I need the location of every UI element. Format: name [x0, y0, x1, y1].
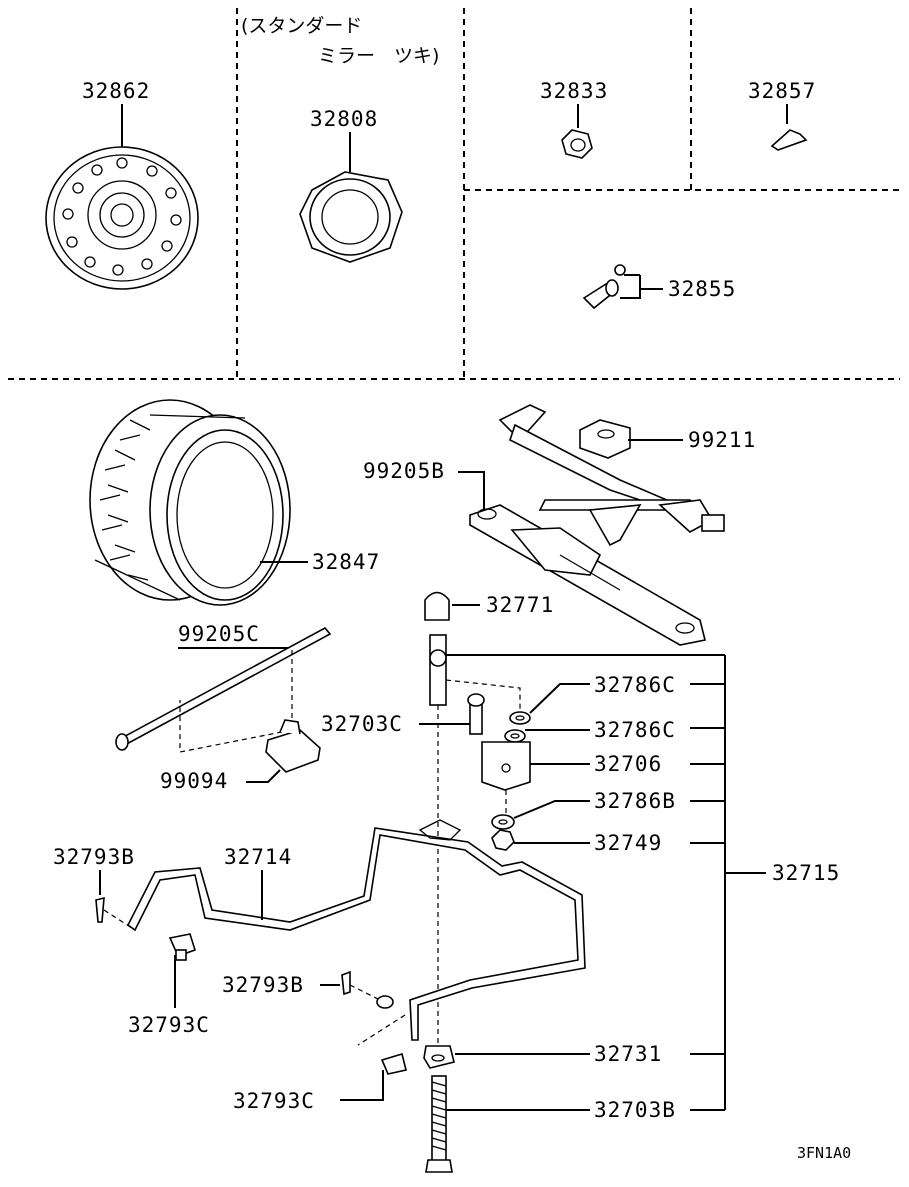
label-32703B: 32703B — [594, 1098, 676, 1122]
label-32786B: 32786B — [594, 789, 676, 813]
label-32793B-a: 32793B — [53, 845, 135, 869]
label-32847: 32847 — [312, 550, 380, 574]
pin-32793B-b[interactable]: 32793B — [222, 970, 394, 1009]
jack-99211[interactable]: 99211 — [498, 404, 756, 547]
nut-32833[interactable]: 32833 — [540, 79, 608, 159]
label-32731: 32731 — [594, 1042, 662, 1066]
bracket-32706[interactable]: 32706 — [481, 741, 662, 815]
center-post[interactable] — [429, 634, 521, 1045]
label-32786C-a: 32786C — [594, 673, 676, 697]
label-32786C-b: 32786C — [594, 718, 676, 742]
assembly-bracket-32715: 32715 — [446, 654, 840, 1111]
label-32833: 32833 — [540, 79, 608, 103]
label-32862: 32862 — [82, 79, 150, 103]
clip-32857[interactable]: 32857 — [748, 79, 816, 151]
label-99094: 99094 — [160, 769, 228, 793]
tire-32847[interactable]: 32847 — [89, 399, 380, 606]
section-dividers — [8, 8, 900, 380]
label-99205C: 99205C — [178, 622, 260, 646]
pin-32793C-a[interactable]: 32793C — [128, 933, 210, 1037]
rod-99205C[interactable]: 99205C — [115, 622, 332, 753]
valve-32855[interactable]: 32855 — [582, 264, 736, 310]
label-32855: 32855 — [668, 277, 736, 301]
label-32793C-a: 32793C — [128, 1013, 210, 1037]
label-32771: 32771 — [486, 593, 554, 617]
label-99205B: 99205B — [363, 459, 445, 483]
bolt-32703B[interactable]: 32703B — [425, 1075, 676, 1173]
diagram-code: 3FN1A0 — [797, 1144, 851, 1162]
label-32793C-b: 32793C — [233, 1089, 315, 1113]
nut-32749[interactable]: 32749 — [491, 829, 662, 855]
label-99211: 99211 — [688, 428, 756, 452]
header-note-line1: (スタンダード — [241, 15, 362, 37]
carrier-frame-32714[interactable]: 32714 — [126, 819, 586, 1041]
label-32793B-b: 32793B — [222, 973, 304, 997]
wheel-32862[interactable]: 32862 — [45, 79, 199, 290]
label-32706: 32706 — [594, 752, 662, 776]
washer-32786C-b[interactable]: 32786C — [504, 718, 676, 743]
label-32857: 32857 — [748, 79, 816, 103]
label-32749: 32749 — [594, 831, 662, 855]
hub-cap-32808[interactable]: 32808 — [299, 107, 403, 263]
pin-32793C-b[interactable]: 32793C — [233, 1014, 407, 1113]
bolt-32703C[interactable]: 32703C — [321, 693, 485, 736]
cap-32771[interactable]: 32771 — [424, 591, 554, 621]
label-32715: 32715 — [772, 861, 840, 885]
wrench-99205B[interactable]: 99205B — [363, 459, 706, 646]
plate-32731[interactable]: 32731 — [423, 1042, 662, 1069]
header-note-line2: ミラー ツキ) — [318, 45, 439, 67]
label-32808: 32808 — [310, 107, 378, 131]
clip-99094[interactable]: 99094 — [160, 719, 321, 793]
label-32703C: 32703C — [321, 712, 403, 736]
washer-32786B[interactable]: 32786B — [491, 789, 676, 830]
label-32714: 32714 — [224, 845, 292, 869]
pin-32793B-a[interactable]: 32793B — [53, 845, 136, 931]
washer-32786C-a[interactable]: 32786C — [509, 673, 676, 725]
